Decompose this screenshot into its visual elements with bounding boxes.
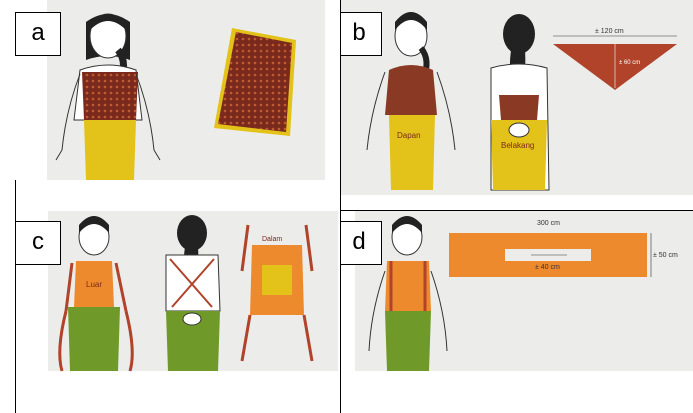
- girl-front-figure: [56, 14, 160, 180]
- label-back: Belakang: [501, 141, 534, 150]
- panel-d: 300 cm ± 40 cm ± 50 cm d: [341, 211, 693, 413]
- panel-a: a: [0, 0, 340, 210]
- triangle-cloth: [553, 36, 677, 90]
- panel-d-illustration: 300 cm ± 40 cm ± 50 cm: [341, 211, 693, 413]
- panel-a-label: a: [15, 12, 61, 56]
- panel-c-illustration: Luar Dalam: [16, 211, 340, 413]
- girl-back-figure: [166, 215, 220, 371]
- label-front: Dapan: [397, 131, 421, 140]
- panel-c: Luar Dalam c: [16, 211, 340, 413]
- panel-d-label: d: [341, 221, 382, 265]
- girl-front-figure: [60, 216, 133, 371]
- label-inner-piece: Dalam: [262, 236, 282, 243]
- dimension-length: 300 cm: [537, 220, 560, 227]
- girl-back-figure: [491, 14, 549, 190]
- inner-piece-pattern: [242, 225, 312, 361]
- dimension-depth: ± 60 cm: [619, 60, 640, 66]
- panel-c-label: c: [16, 221, 61, 265]
- dimension-width: ± 50 cm: [653, 252, 678, 259]
- panel-b-label: b: [341, 12, 382, 56]
- dimension-width: ± 120 cm: [595, 28, 624, 35]
- panel-b-illustration: Dapan Belakang ± 120 cm ± 60 cm: [341, 0, 693, 210]
- batik-cloth: [214, 28, 296, 136]
- panel-b: Dapan Belakang ± 120 cm ± 60 cm b: [341, 0, 693, 210]
- label-front-piece: Luar: [86, 280, 102, 289]
- dimension-gap: ± 40 cm: [535, 264, 560, 271]
